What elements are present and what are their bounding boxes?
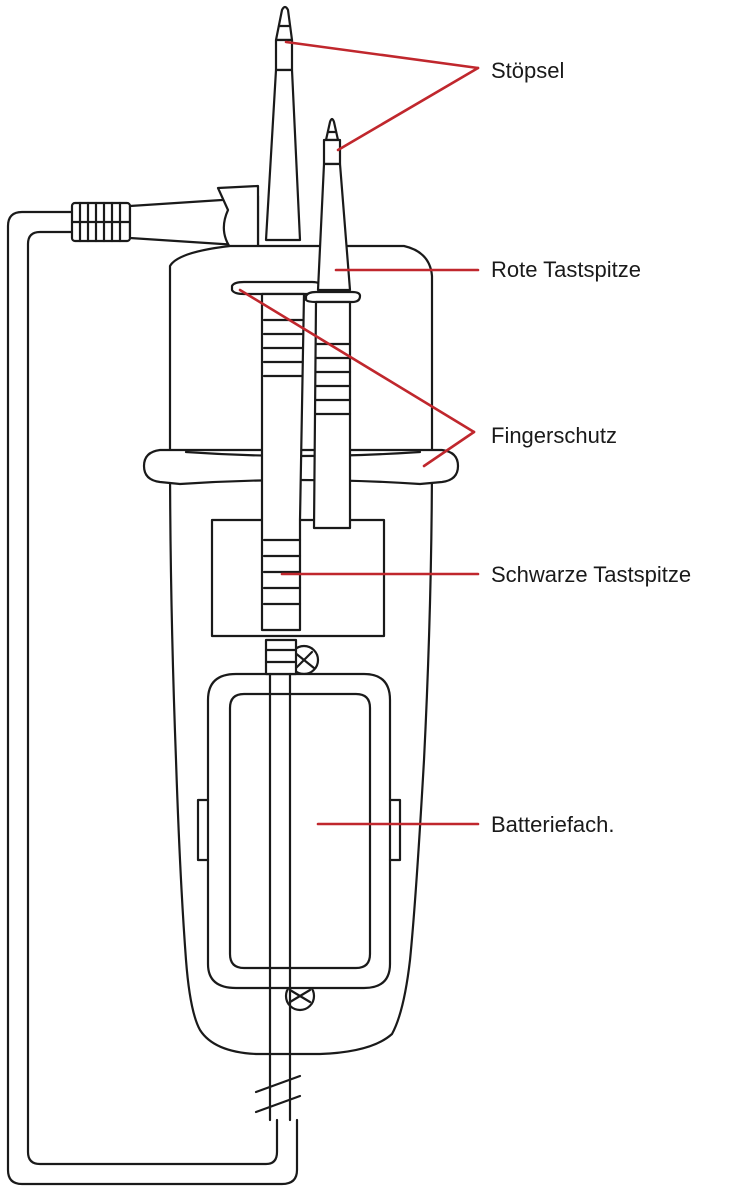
leader-fingerschutz-red (422, 430, 476, 468)
red-probe (304, 117, 362, 530)
test-lead-cable-inner (26, 230, 279, 1166)
label-schwarze-tastspitze: Schwarze Tastspitze (491, 562, 692, 587)
cable-connector (70, 184, 260, 252)
label-fingerschutz: Fingerschutz (491, 423, 617, 448)
leader-stoepsel-red (336, 66, 480, 152)
label-stoepsel: Stöpsel (491, 58, 565, 83)
black-probe (230, 5, 324, 1122)
label-rote-tastspitze: Rote Tastspitze (491, 257, 642, 282)
leader-fingerschutz-black (238, 288, 476, 434)
battery-compartment (196, 672, 402, 990)
leader-stoepsel-black (284, 40, 480, 70)
test-lead-cable (6, 210, 299, 1186)
label-batteriefach: Batteriefach. (491, 812, 615, 837)
